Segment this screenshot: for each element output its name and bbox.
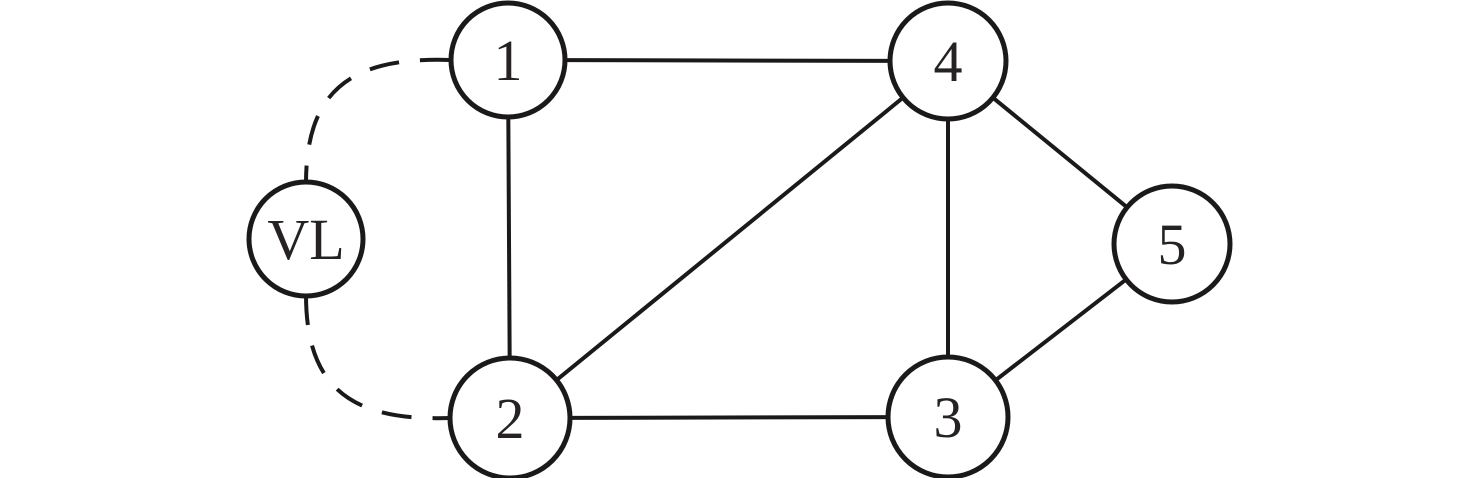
edges-layer [304,57,1174,421]
node-label-3: 3 [934,385,963,450]
node-circle-2 [447,355,573,478]
node-label-4: 4 [934,29,963,94]
edge-1-4 [507,58,949,63]
node-label-VL: VL [267,207,344,272]
node-circle-VL [246,179,366,299]
node-1: 1 [448,0,568,120]
node-label-2: 2 [496,386,525,451]
node-label-5: 5 [1158,212,1187,277]
edge-2-4 [508,59,950,420]
node-circle-4 [887,0,1009,122]
node-circle-5 [1111,183,1233,305]
node-5: 5 [1111,183,1233,305]
node-circle-3 [885,354,1011,478]
node-circle-1 [448,0,568,120]
edge-2-3 [509,415,949,420]
node-3: 3 [885,354,1011,478]
node-2: 2 [447,355,573,478]
edge-VL-2-dashed [304,294,451,421]
node-4: 4 [887,0,1009,122]
node-label-1: 1 [494,28,523,93]
nodes-layer: 1 4VL 5 2 3 [246,0,1233,478]
edge-VL-1-dashed [304,57,451,184]
node-VL: VL [246,179,366,299]
